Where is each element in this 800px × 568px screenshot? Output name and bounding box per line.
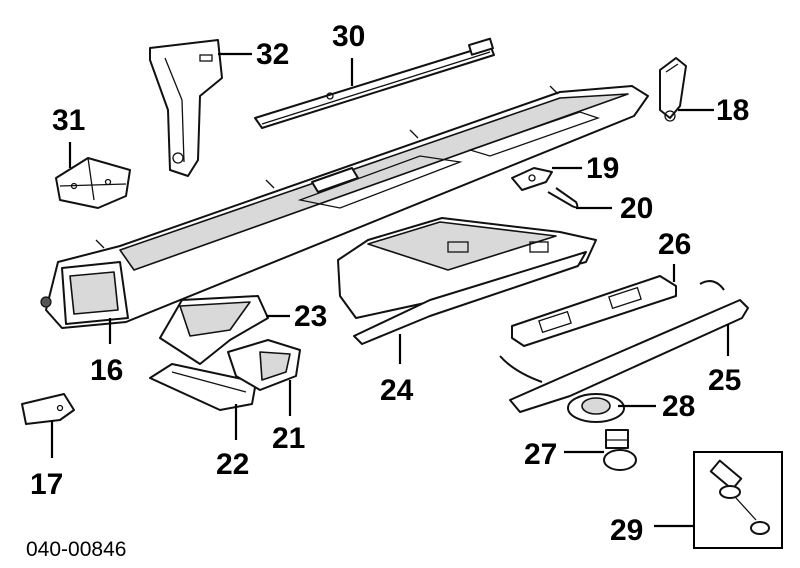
callout-23: 23 bbox=[294, 300, 327, 333]
callout-26: 26 bbox=[658, 228, 691, 261]
callout-24: 24 bbox=[380, 374, 414, 407]
callout-19: 19 bbox=[586, 152, 619, 185]
callout-21: 21 bbox=[272, 422, 305, 455]
part-18-latch bbox=[659, 57, 687, 122]
callout-31: 31 bbox=[52, 104, 85, 137]
callout-29: 29 bbox=[610, 514, 643, 547]
callout-22: 22 bbox=[216, 448, 249, 481]
callout-32: 32 bbox=[256, 38, 289, 71]
callout-25: 25 bbox=[708, 364, 741, 397]
callout-18: 18 bbox=[716, 94, 749, 127]
callout-16: 16 bbox=[90, 354, 123, 387]
callout-30: 30 bbox=[332, 20, 365, 53]
part-19-clip bbox=[511, 167, 553, 191]
part-32-bracket bbox=[149, 39, 223, 177]
part-20-u-clip bbox=[547, 187, 579, 209]
part-22-duct-base bbox=[149, 363, 257, 411]
part-23-duct bbox=[159, 295, 269, 365]
part-27-lock-cylinder bbox=[603, 429, 637, 471]
callout-27: 27 bbox=[524, 438, 557, 471]
part-31-bracket bbox=[55, 157, 131, 209]
part-29-inset bbox=[693, 451, 783, 549]
callout-20: 20 bbox=[620, 192, 653, 225]
part-30-rail bbox=[254, 37, 495, 129]
diagram-code: 040-00846 bbox=[26, 538, 126, 561]
part-26-hinge bbox=[511, 275, 677, 347]
part-28-lock-bezel bbox=[567, 393, 625, 423]
part-24-glove-box bbox=[337, 217, 597, 345]
part-17-panel-cover bbox=[21, 393, 75, 425]
part-21-outlet bbox=[227, 339, 301, 391]
leader-lines bbox=[50, 52, 730, 528]
part-16-instrument-panel bbox=[40, 85, 649, 329]
callout-28: 28 bbox=[662, 390, 695, 423]
part-25-glove-box-door bbox=[499, 280, 749, 413]
callout-labels: 30 32 31 18 19 20 26 23 16 24 25 28 21 2… bbox=[30, 20, 749, 547]
callout-17: 17 bbox=[30, 468, 63, 501]
